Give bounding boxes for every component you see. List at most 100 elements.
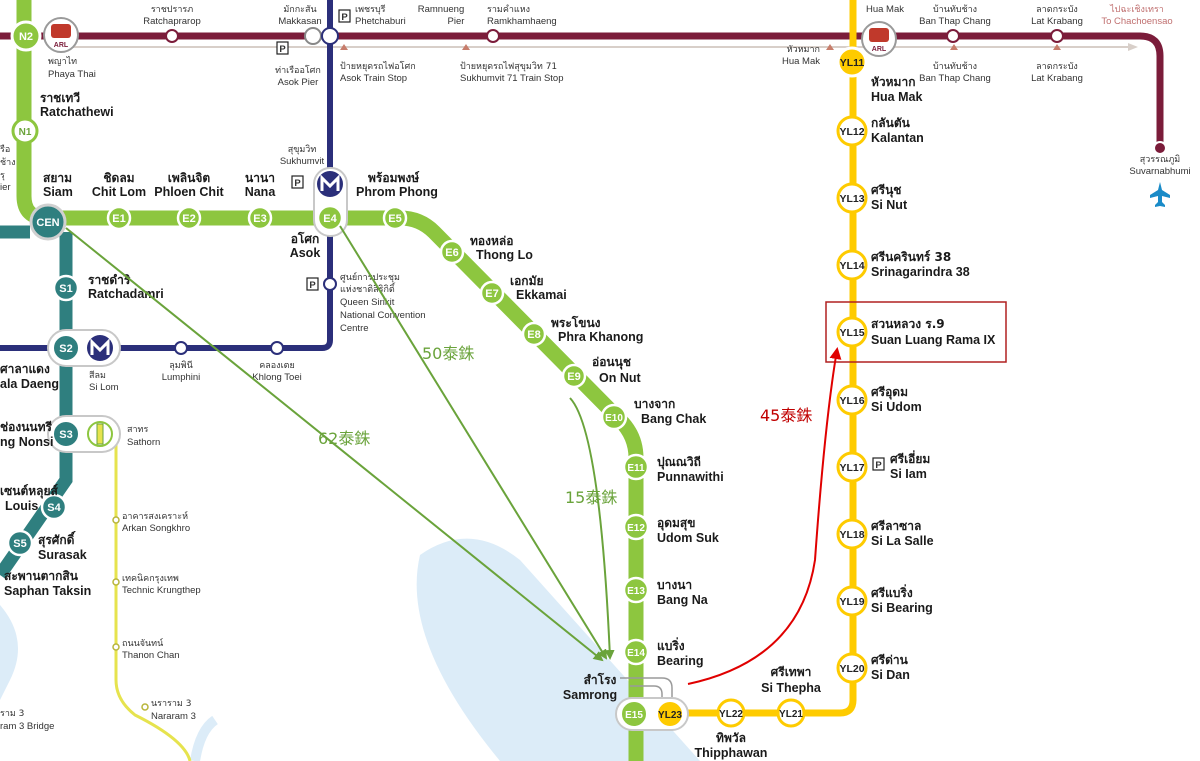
station-qsncc[interactable] [323,277,337,291]
banthapchang2-label-en: Ban Thap Chang [919,73,991,84]
sathorn-en: Sathorn [127,437,160,448]
station-lumphini[interactable] [174,341,188,355]
station-yl15[interactable]: YL15 [836,316,868,348]
station-s1[interactable]: S1 [52,274,80,302]
station-code: YL19 [839,596,864,608]
sathorn-th: สาทร [127,425,148,435]
brt-stations: อาคารสงเคราะห์ Arkan Songkhro เทคนิคกรุง… [0,510,201,732]
station-s4-en: Louis [5,499,38,513]
station-e8[interactable]: E8 [521,321,547,347]
silom-mrt-th: สีลม [89,370,106,381]
latkrabang2-label-th: ลาดกระบัง [1036,62,1078,72]
station-yl21[interactable]: YL21 [776,698,806,728]
khlongtoei-th: คลองเตย [259,361,295,371]
mrt-m-icon [320,174,340,191]
station-code: YL11 [840,57,865,69]
station-code: S2 [59,343,72,355]
nararam-en: Nararam 3 [151,711,196,722]
station-e6-en: Thong Lo [476,248,533,262]
arkan-th: อาคารสงเคราะห์ [122,510,188,522]
station-e12-en: Udom Suk [657,531,719,545]
asok-train-label-th: ป้ายหยุดรถไฟอโศก [340,61,416,72]
station-s5[interactable]: S5 [6,529,34,557]
station-yl22[interactable]: YL22 [716,698,746,728]
fare-label-15: 15泰銖 [565,488,617,507]
station-e12[interactable]: E12 [622,513,650,541]
station-e4[interactable]: E4 [313,167,348,237]
station-e3[interactable]: E3 [247,205,273,231]
qsncc-th1: ศูนย์การประชุม [340,271,400,283]
station-e13[interactable]: E13 [622,576,650,604]
silom-stations: S1 ราชดำริ Ratchadamri S2 ศาลาแดง ala Da… [0,273,164,598]
station-e14-th: แบริ่ง [657,637,685,653]
station-code: E5 [388,213,401,225]
silom-mrt-en: Si Lom [89,382,119,393]
latkrabang2-label-en: Lat Krabang [1031,73,1083,84]
sukhumvit-line [16,0,644,761]
station-code: E2 [182,213,195,225]
suk71-label-th: ป้ายหยุดรถไฟสุขุมวิท 71 [460,61,557,72]
station-yl17[interactable]: YL17 [836,451,868,483]
station-e1-th: ชิดลม [103,171,134,185]
rama3-b: ram 3 Bridge [0,721,54,732]
station-yl18-en: Si La Salle [871,534,934,548]
asok-pier-label-en: Asok Pier [278,77,319,88]
suvarnabhumi-label-th: สุวรรณภูมิ [1140,154,1180,165]
station-code: E4 [323,213,337,225]
asok-pier-label-th: ท่าเรืออโศก [275,65,321,76]
station-e2-en: Phloen Chit [154,185,224,199]
left-edge-label: รือ [0,144,10,155]
station-e5[interactable]: E5 [382,205,408,231]
station-yl11[interactable]: YL11 [836,46,868,78]
station-s2-th: ศาลาแดง [0,362,50,376]
station-cen[interactable]: CEN [29,203,67,241]
station-yl12[interactable]: YL12 [836,115,868,147]
station-khlong-toei[interactable] [270,341,284,355]
station-e11[interactable]: E11 [622,453,650,481]
station-e5-en: Phrom Phong [356,185,438,199]
station-n1-th: ราชเทวี [40,91,80,105]
station-yl18-th: ศรีลาซาล [871,519,921,533]
station-yl18[interactable]: YL18 [836,518,868,550]
station-e2-th: เพลินจิต [168,171,211,185]
station-s3[interactable]: S3 [47,415,121,453]
station-e14[interactable]: E14 [622,638,650,666]
station-e10[interactable]: E10 [600,403,628,431]
station-n2[interactable]: N2 [10,20,42,52]
station-yl17-th: ศรีเอี่ยม [890,450,930,466]
station-yl13[interactable]: YL13 [836,182,868,214]
khlongtoei-en: Khlong Toei [252,372,301,383]
suvarnabhumi-label-en: Suvarnabhumi [1129,166,1190,177]
station-yl14[interactable]: YL14 [836,249,868,281]
station-e15[interactable]: E15 YL23 [615,697,689,731]
station-yl20-th: ศรีด่าน [871,653,909,667]
station-e1[interactable]: E1 [106,205,132,231]
station-yl15-en: Suan Luang Rama IX [871,333,996,347]
station-yl16-en: Si Udom [871,400,922,414]
station-e9[interactable]: E9 [561,363,587,389]
station-e3-th: นานา [245,171,275,185]
station-code: E9 [567,371,580,383]
station-yl20[interactable]: YL20 [836,652,868,684]
station-code: S5 [13,538,26,550]
destination-label-en: To Chachoensao [1101,16,1172,27]
svg-text:ARL: ARL [54,42,69,49]
station-yl16[interactable]: YL16 [836,384,868,416]
station-e9-en: On Nut [599,371,641,385]
station-s2-en: ala Daeng [0,377,59,391]
station-s2[interactable]: S2 [47,329,121,367]
parking-icon [276,41,289,55]
station-yl19[interactable]: YL19 [836,585,868,617]
station-e7[interactable]: E7 [479,280,505,306]
station-code: CEN [36,217,59,229]
station-e4-en: Asok [290,246,321,260]
station-e2[interactable]: E2 [176,205,202,231]
station-e15-th: สำโรง [584,672,617,687]
station-code: YL17 [839,462,864,474]
station-n1[interactable]: N1 [11,117,39,145]
station-s4[interactable]: S4 [40,493,68,521]
huamak-top-label: Hua Mak [866,4,904,15]
fare-label-45: 45泰銖 [760,406,812,425]
station-e6[interactable]: E6 [439,239,465,265]
